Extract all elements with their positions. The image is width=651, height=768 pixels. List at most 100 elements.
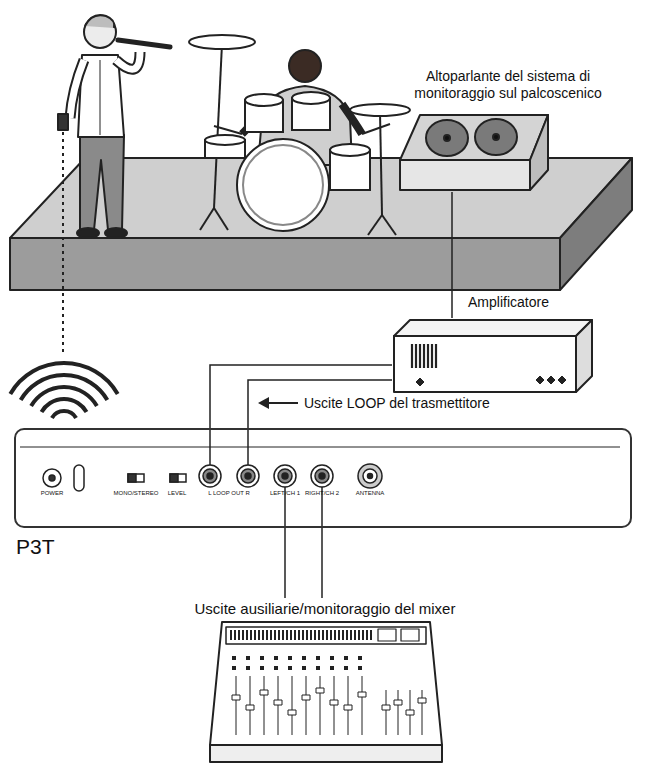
mixer-console: [236, 676, 422, 735]
panel-hardware: [128, 474, 144, 482]
cymbal-stand: [382, 215, 396, 235]
mixer-console: [422, 690, 423, 735]
mixer-console: [210, 622, 442, 745]
amplifier: Amplificatore: [392, 318, 592, 393]
mixer-console: [292, 676, 293, 735]
drum-kit: [189, 35, 410, 231]
callout-label: Uscite LOOP del trasmettitore: [304, 395, 544, 412]
signal-cable: [210, 365, 392, 428]
signal-cable: [248, 380, 392, 428]
drummer-figure: [214, 126, 242, 134]
mixer-console: [386, 690, 387, 735]
mixer-console: [210, 745, 442, 762]
monitor-speaker: Altoparlante del sistema di monitoraggio…: [398, 112, 550, 192]
mixer: Uscite ausiliarie/monitoraggio del mixer: [205, 598, 445, 768]
singer-figure: [58, 15, 170, 238]
mixer-console: [264, 676, 265, 735]
amplifier-box: [415, 344, 417, 368]
drummer-figure: [362, 124, 390, 134]
panel-hardware: [311, 465, 333, 487]
panel-hardware: [203, 469, 217, 483]
mixer-console: [344, 705, 352, 710]
mixer-console: [362, 676, 363, 735]
speaker-wedge: [426, 120, 468, 156]
singer-figure: [100, 60, 101, 135]
panel-hardware: [20, 447, 620, 491]
node-label: Altoparlante del sistema di monitoraggio…: [388, 68, 628, 102]
drum-kit: [237, 139, 329, 231]
mixer-console: [382, 705, 390, 710]
panel-label: ANTENNA: [335, 490, 405, 497]
mixer-console: [306, 676, 307, 735]
node-label: Uscite ausiliarie/monitoraggio del mixer: [125, 600, 525, 618]
drum-kit: [330, 144, 370, 156]
panel-hardware: [43, 469, 61, 487]
wireless-link: [10, 132, 117, 418]
amplifier-box: [423, 344, 425, 368]
amplifier-box: [547, 376, 555, 384]
speaker-wedge: [400, 115, 548, 160]
node-label: Amplificatore: [468, 294, 608, 311]
mixer-console: [418, 698, 426, 703]
amplifier-box: [576, 320, 592, 392]
wireless-link: [42, 399, 87, 412]
amplifier-box: [412, 344, 436, 368]
amplifier-box: [427, 344, 429, 368]
mixer-console: [358, 692, 366, 697]
panel-hardware: [170, 474, 186, 482]
mixer-console: [320, 676, 321, 735]
drum-kit: [245, 94, 283, 106]
panel-hardware: [20, 447, 620, 448]
mixer-console: [316, 688, 324, 693]
drum-kit: [205, 135, 245, 145]
panel-hardware: [358, 464, 382, 488]
cymbal-stand: [200, 208, 214, 230]
drum-kit: [243, 145, 323, 225]
callout-arrow: [266, 402, 298, 404]
amplifier-box: [419, 344, 421, 368]
mixer-console: [330, 700, 338, 705]
cymbal-stand: [200, 44, 396, 235]
mixer-console: [232, 666, 370, 670]
mixer-console: [246, 705, 254, 710]
amplifier-box: [394, 320, 592, 336]
singer-figure: [70, 60, 84, 118]
panel-hardware: [245, 473, 251, 479]
mixer-console: [232, 688, 426, 715]
callout-arrow: [258, 397, 298, 409]
drummer-figure: [289, 50, 321, 82]
singer-figure: [80, 135, 124, 230]
speaker-wedge: [400, 160, 530, 190]
panel-label: MONO/STEREO: [101, 490, 171, 497]
wireless-link: [31, 387, 97, 406]
panel-hardware: [49, 475, 55, 481]
cymbal-stand: [214, 208, 228, 230]
jack-wire: [210, 430, 322, 528]
mixer-console: [232, 656, 370, 660]
panel-label: L LOOP OUT R: [194, 490, 264, 497]
signal-cable: [451, 192, 453, 318]
wireless-link: [10, 363, 117, 394]
speaker-wedge: [444, 135, 450, 141]
mixer-console: [378, 629, 396, 641]
jack-wire: [209, 430, 211, 466]
callout-arrow: [258, 397, 269, 409]
mixer-console: [398, 690, 399, 735]
node-label: P3T: [16, 534, 106, 559]
mixer-console: [406, 710, 414, 715]
panel-hardware: [282, 473, 288, 479]
mixer-console: [226, 627, 426, 644]
drum-kit: [350, 104, 410, 116]
amplifier-box: [394, 336, 576, 392]
panel-hardware: [363, 469, 377, 483]
cymbal-stand: [368, 215, 382, 235]
mixer-console: [288, 710, 296, 715]
mixer-console: [394, 700, 402, 705]
amplifier-box: [431, 344, 433, 368]
panel-hardware: [207, 473, 213, 479]
panel-hardware: [368, 474, 373, 479]
mixer-console: [230, 630, 372, 640]
amplifier-box: [435, 344, 437, 368]
